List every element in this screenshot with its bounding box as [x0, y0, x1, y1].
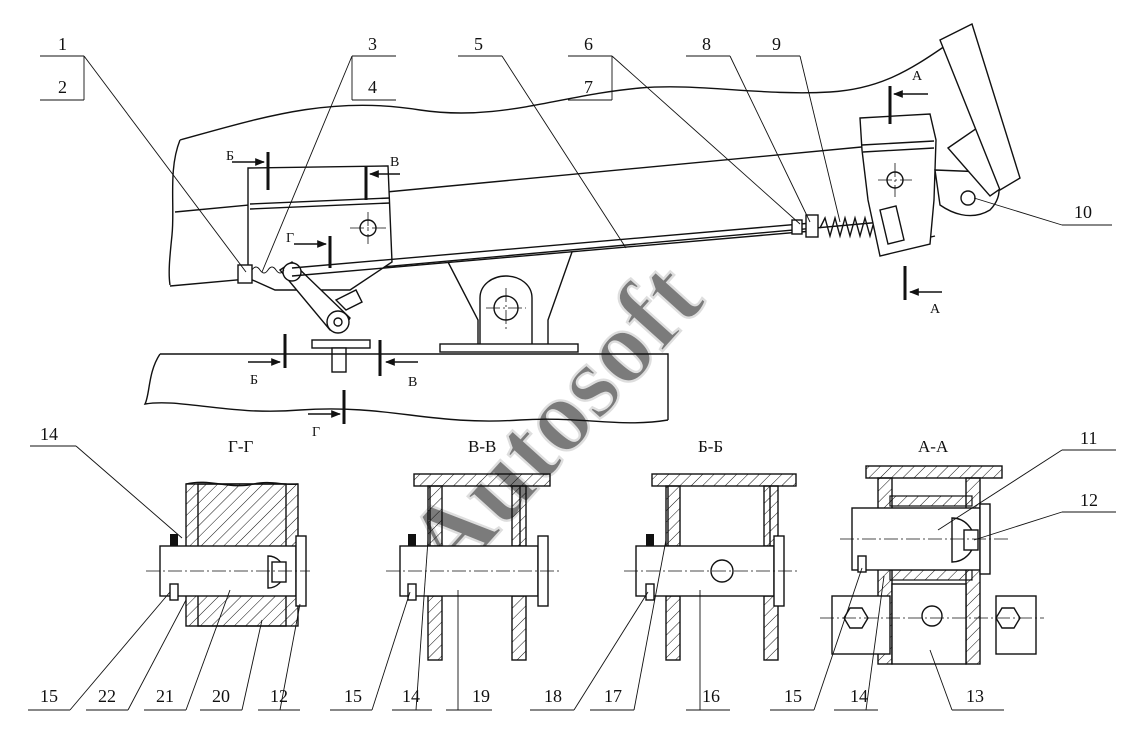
callout-10: 10 — [1074, 202, 1092, 222]
hinge-plate — [939, 23, 1021, 192]
callout-15-b: 15 — [344, 686, 362, 706]
callout-3: 3 — [368, 34, 377, 54]
callout-9: 9 — [772, 34, 781, 54]
left-bracket — [247, 165, 393, 291]
callout-19: 19 — [472, 686, 490, 706]
section-mark-a-top: А — [912, 69, 923, 84]
section-mark-a-bottom: А — [930, 302, 941, 317]
callout-11: 11 — [1080, 428, 1097, 448]
stop-plate — [311, 339, 371, 349]
section-mark-g-top: Г — [286, 231, 294, 246]
callout-14-a: 14 — [402, 686, 420, 706]
callout-15-c: 15 — [784, 686, 802, 706]
spring — [819, 215, 881, 239]
callout-2: 2 — [58, 77, 67, 97]
callout-17: 17 — [604, 686, 622, 706]
callout-14-b: 14 — [850, 686, 868, 706]
callout-12: 12 — [1080, 490, 1098, 510]
section-mark-b-bottom: Б — [250, 373, 258, 388]
callout-15-a: 15 — [40, 686, 58, 706]
callout-4: 4 — [368, 77, 377, 97]
lever-pivot — [326, 310, 350, 334]
callout-14-top: 14 — [40, 424, 58, 444]
callout-13: 13 — [966, 686, 984, 706]
section-mark-g-bottom: Г — [312, 425, 320, 440]
callout-1: 1 — [58, 34, 67, 54]
callout-5: 5 — [474, 34, 483, 54]
section-a-a — [820, 465, 1044, 665]
section-mark-v-bottom: В — [408, 375, 417, 390]
bottom-callouts: 14 11 12 15 22 21 20 12 15 14 19 — [28, 424, 1116, 711]
section-mark-b-top: Б — [226, 149, 234, 164]
section-b-b — [624, 473, 800, 661]
top-callouts: 1 2 3 4 5 6 7 8 9 10 — [40, 34, 1112, 273]
callout-16: 16 — [702, 686, 720, 706]
callout-21: 21 — [156, 686, 174, 706]
section-markers: Б В Г А А Б В Г — [226, 69, 942, 440]
base-frame — [143, 353, 669, 424]
callout-6: 6 — [584, 34, 593, 54]
callout-18: 18 — [544, 686, 562, 706]
callout-7: 7 — [584, 77, 593, 97]
section-views: Г-Г В-В Б-Б А-А — [146, 437, 1044, 665]
section-title-b: Б-Б — [698, 437, 723, 456]
callout-8: 8 — [702, 34, 711, 54]
upper-assembly — [143, 23, 1021, 424]
section-title-g: Г-Г — [228, 437, 253, 456]
callout-22: 22 — [98, 686, 116, 706]
section-title-a: А-А — [918, 437, 949, 456]
callout-12-b: 12 — [270, 686, 288, 706]
section-mark-v-top: В — [390, 155, 399, 170]
callout-20: 20 — [212, 686, 230, 706]
section-g-g — [146, 481, 310, 627]
section-v-v — [386, 473, 560, 661]
tension-rod — [291, 222, 813, 269]
section-title-v: В-В — [468, 437, 496, 456]
